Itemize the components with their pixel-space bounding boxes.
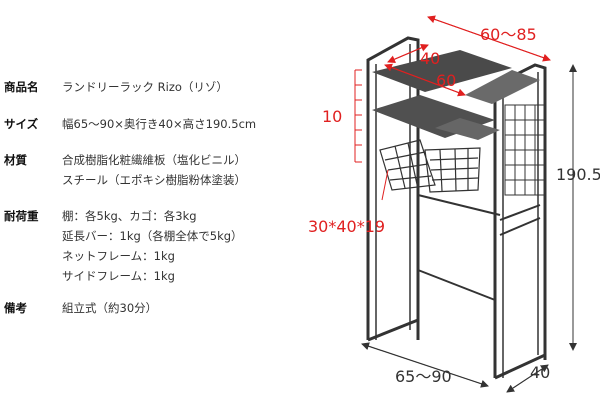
right-cross-bar-2 [499,217,541,236]
dim-depth-top: 40 [420,49,440,68]
red-dimensions [354,15,551,201]
spec-line: 合成樹脂化粧繊維板（塩化ビニル） [62,153,246,167]
spec-value: 合成樹脂化粧繊維板（塩化ビニル） スチール（エポキシ樹脂粉体塗装） [62,150,298,190]
dim-width-top: 60 [436,71,456,90]
top-shelf-extension [465,70,540,104]
spec-line: サイドフレーム：1kg [62,269,175,283]
spec-label: 耐荷重 [4,209,39,223]
dim-shelf-step: 10 [322,107,342,126]
second-shelf-extension [435,118,500,140]
spec-line: 組立式（約30分） [62,301,158,315]
right-foot-bar [494,353,546,380]
spec-value: 組立式（約30分） [62,298,298,318]
low-cross-bar [417,269,496,301]
dim-width-range: 60～85 [480,25,537,44]
mid-cross-bar [417,194,501,216]
spec-line: 棚：各5kg、カゴ：各3kg [62,209,197,223]
spec-line: 延長バー：1kg（各棚全体で5kg） [62,229,243,243]
spec-table: 商品名 ランドリーラック Rizo（リゾ） サイズ 幅65～90×奥行き40×高… [4,77,298,318]
spec-label: 材質 [4,153,27,167]
spec-line: 幅65～90×奥行き40×高さ190.5cm [62,117,257,131]
baskets [379,139,481,193]
basket-right [424,147,481,193]
spec-value: 幅65～90×奥行き40×高さ190.5cm [62,114,298,134]
dim-base-width: 65～90 [395,367,452,386]
spec-value: ランドリーラック Rizo（リゾ） [62,77,298,97]
left-foot-bar [367,318,419,342]
basket-pointer [381,169,389,201]
spec-label: 商品名 [4,80,39,94]
right-cross-bar [499,204,541,221]
black-dimensions [361,64,577,393]
top-shelf-left [372,50,512,92]
net-frame [504,104,546,196]
spec-line: スチール（エポキシ樹脂粉体塗装） [62,173,246,187]
spec-line: ネットフレーム：1kg [62,249,175,263]
dim-basket: 30*40*19 [308,217,385,236]
spec-label: サイズ [4,117,39,131]
rack-diagram: 60～85 40 60 10 30*40*19 190.5 65～90 40 [308,15,600,393]
shelves [372,50,540,140]
spec-value: 棚：各5kg、カゴ：各3kg 延長バー：1kg（各棚全体で5kg） ネットフレー… [62,206,298,286]
dim-base-depth: 40 [530,363,550,382]
spec-label: 備考 [4,301,27,315]
spec-line: ランドリーラック Rizo（リゾ） [62,80,228,94]
dim-height: 190.5 [556,165,600,184]
basket-left [379,139,436,191]
